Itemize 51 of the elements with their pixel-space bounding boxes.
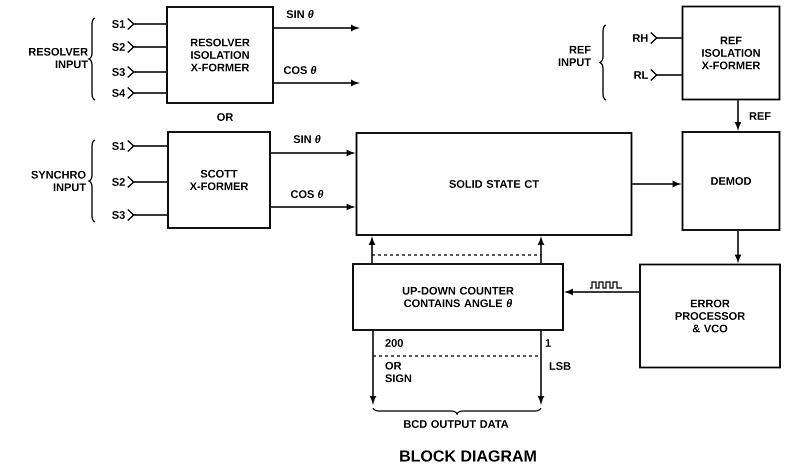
- pin-label: RH: [633, 34, 648, 42]
- pin-label: S1: [112, 142, 125, 150]
- arrow: [538, 330, 544, 403]
- pin-label: S4: [112, 89, 126, 97]
- arrow: [127, 208, 168, 222]
- arrow: [735, 100, 741, 129]
- edge-label: COS θ: [290, 188, 325, 200]
- block-box: ERROR PROCESSOR & VCO: [639, 264, 781, 368]
- pin-label: S2: [112, 178, 125, 186]
- arrow: [735, 230, 741, 262]
- pin-label: RL: [634, 71, 648, 79]
- label: OR: [217, 113, 234, 121]
- arrow: [538, 238, 544, 264]
- block-box: REF ISOLATION X-FORMER: [682, 6, 780, 100]
- title: BLOCK DIAGRAM: [400, 450, 536, 462]
- block-box: UP-DOWN COUNTER CONTAINS ANGLE θ: [352, 263, 564, 331]
- label: REF INPUT: [558, 46, 591, 66]
- arrow: [650, 68, 682, 82]
- arrow: [566, 289, 640, 295]
- label: SYNCHRO INPUT: [31, 170, 86, 192]
- arrow: [270, 204, 354, 210]
- pin-label: S1: [112, 20, 125, 28]
- arrow: [270, 150, 354, 156]
- label: RESOLVER INPUT: [29, 48, 88, 68]
- arrow: [632, 181, 680, 187]
- block-box: SCOTT X-FORMER: [167, 131, 271, 229]
- edge-label: REF: [748, 111, 772, 121]
- block-box: RESOLVER ISOLATION X-FORMER: [166, 6, 274, 104]
- edge-label: SIN θ: [285, 8, 315, 20]
- arrow: [127, 66, 166, 78]
- edge-label: SIN θ: [292, 134, 322, 144]
- arrow: [274, 25, 358, 31]
- block-box: DEMOD: [682, 131, 780, 231]
- label: LSB: [550, 362, 570, 370]
- label: OR SIGN: [385, 362, 412, 382]
- arrow: [127, 176, 168, 188]
- arrow: [650, 32, 682, 44]
- arrow: [127, 140, 168, 152]
- label: BCD OUTPUT DATA: [404, 420, 508, 428]
- edge-label: COS θ: [282, 64, 318, 76]
- arrow: [127, 40, 166, 54]
- pin-label: S3: [112, 68, 125, 76]
- arrow: [369, 238, 375, 264]
- arrow: [370, 330, 376, 403]
- arrow: [127, 86, 166, 100]
- arrow: [274, 80, 358, 86]
- pin-label: S2: [112, 43, 125, 51]
- pin-label: S3: [112, 211, 125, 219]
- label: 1: [546, 339, 551, 347]
- block-box: SOLID STATE CT: [356, 132, 632, 236]
- arrow: [127, 18, 166, 30]
